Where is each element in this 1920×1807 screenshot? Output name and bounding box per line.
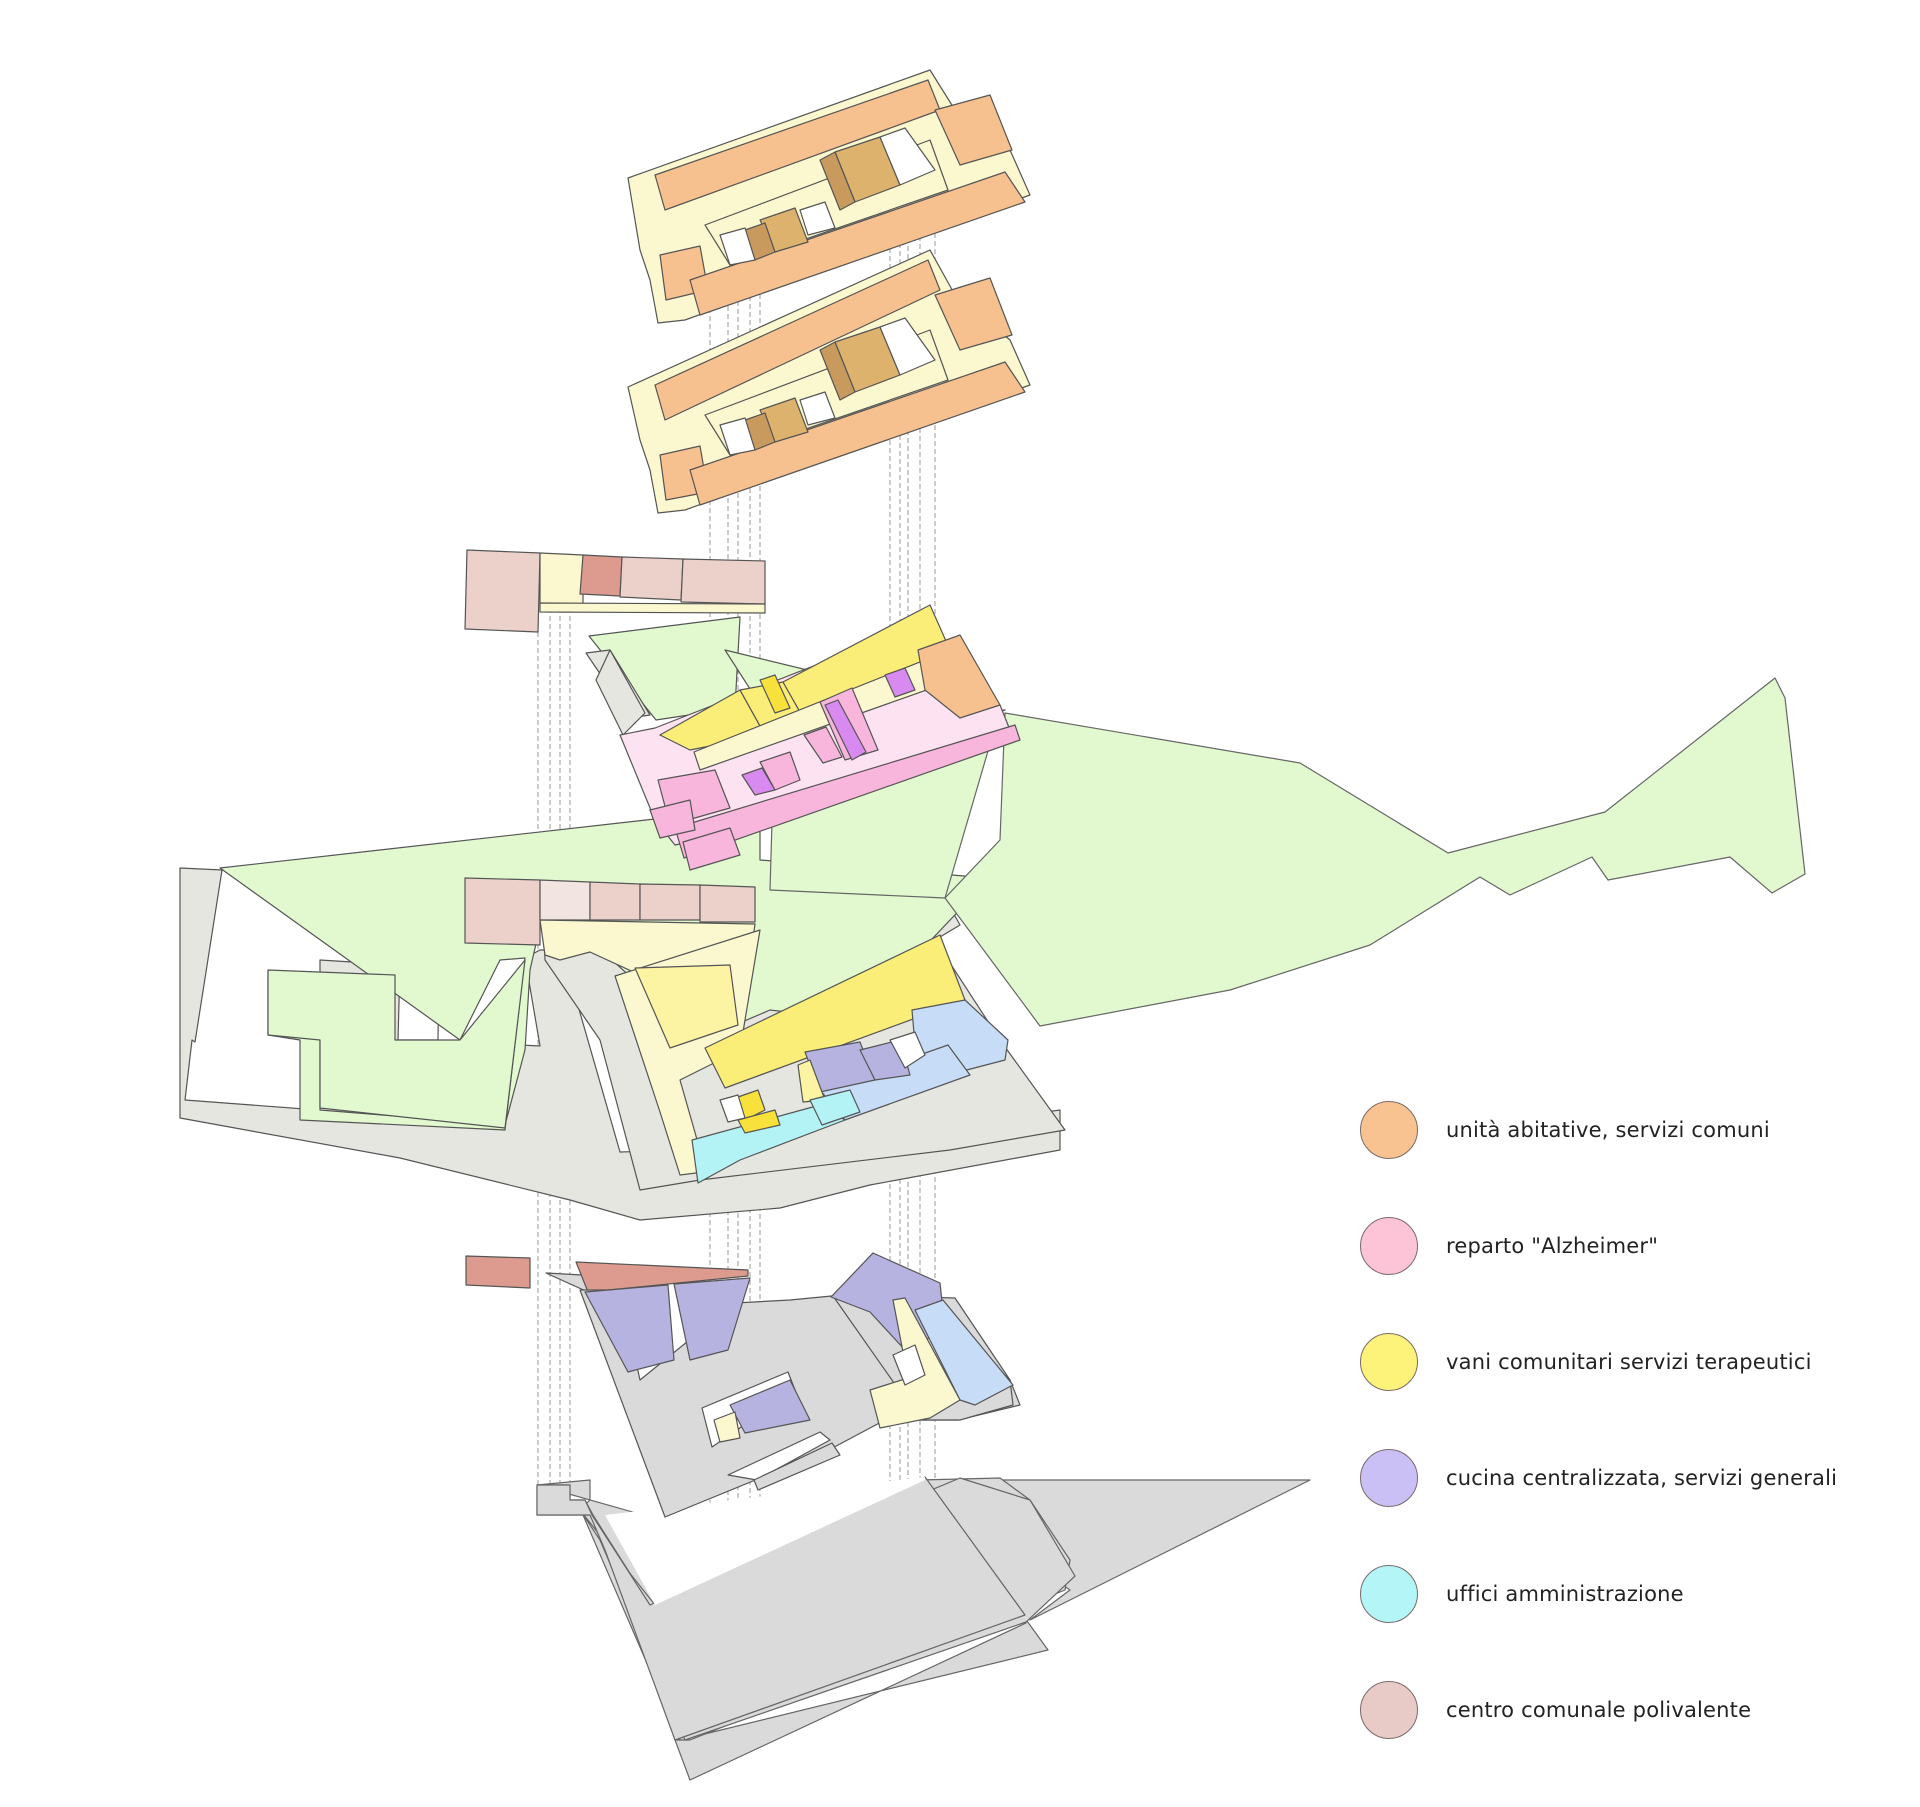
legend-label: unità abitative, servizi comuni bbox=[1446, 1118, 1770, 1142]
legend-label: centro comunale polivalente bbox=[1446, 1698, 1752, 1722]
legend-label: vani comunitari servizi terapeutici bbox=[1446, 1350, 1812, 1374]
top-floor bbox=[627, 69, 1031, 324]
legend-item-admin: uffici amministrazione bbox=[1360, 1564, 1684, 1624]
legend-item-kitchen: cucina centralizzata, servizi generali bbox=[1360, 1448, 1837, 1508]
first-floor bbox=[464, 549, 1021, 871]
second-floor bbox=[627, 249, 1031, 514]
residential-swatch-icon bbox=[1360, 1101, 1418, 1159]
kitchen-swatch-icon bbox=[1360, 1449, 1418, 1507]
legend-item-therapy: vani comunitari servizi terapeutici bbox=[1360, 1332, 1812, 1392]
alzheimer-swatch-icon bbox=[1360, 1217, 1418, 1275]
basement-floor bbox=[465, 1252, 1021, 1518]
foundation-slab-main bbox=[536, 1476, 1026, 1741]
therapy-swatch-icon bbox=[1360, 1333, 1418, 1391]
legend-item-alzheimer: reparto "Alzheimer" bbox=[1360, 1216, 1658, 1276]
legend-item-residential: unità abitative, servizi comuni bbox=[1360, 1100, 1770, 1160]
community-swatch-icon bbox=[1360, 1681, 1418, 1739]
legend-item-community: centro comunale polivalente bbox=[1360, 1680, 1751, 1740]
legend-label: uffici amministrazione bbox=[1446, 1582, 1684, 1606]
admin-swatch-icon bbox=[1360, 1565, 1418, 1623]
legend-label: cucina centralizzata, servizi generali bbox=[1446, 1466, 1838, 1490]
legend-label: reparto "Alzheimer" bbox=[1446, 1234, 1659, 1258]
